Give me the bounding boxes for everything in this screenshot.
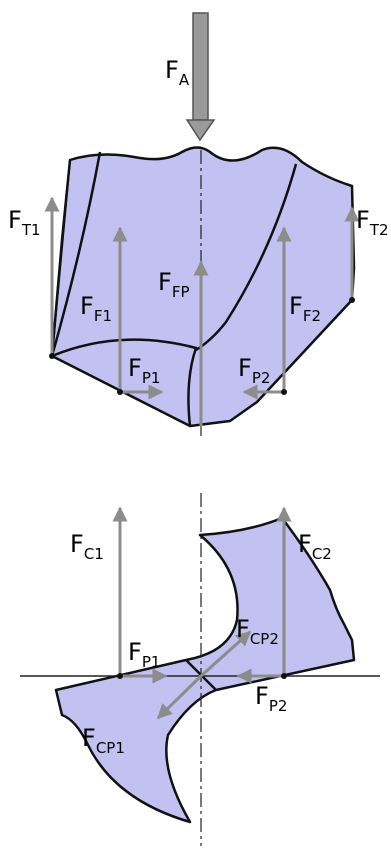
drill-cross-section [54, 516, 356, 824]
label-fp1: FP1 [128, 354, 160, 387]
flute-edge-left-inner [51, 159, 71, 357]
top-labels: FA FT1 FT2 FF1 FF2 FFP FP1 FP2 [8, 56, 389, 387]
label-ffp: FFP [158, 268, 190, 301]
drill-side-view [50, 146, 356, 436]
label-ft2: FT2 [356, 206, 389, 239]
drill-end-view [20, 493, 380, 846]
label-ff2: FF2 [289, 292, 321, 325]
bottom-force-arrows [112, 506, 292, 720]
label-fa: FA [165, 56, 190, 89]
label-fc1: FC1 [70, 530, 104, 563]
axial-force-arrow [185, 12, 216, 142]
cutting-lip-left [51, 338, 198, 427]
label-ff1: FF1 [80, 292, 112, 325]
arrow-fcp2 [199, 630, 252, 678]
label-fc2: FC2 [298, 530, 332, 563]
label-fcp1: FCP1 [82, 724, 125, 757]
label-fp1-bottom: FP1 [128, 638, 160, 671]
drill-body [50, 146, 356, 428]
flute-edge-right [195, 163, 298, 352]
flute-edge-left-outer [50, 151, 102, 357]
label-ft1: FT1 [8, 206, 41, 239]
top-force-arrows [44, 196, 360, 426]
label-fp2-bottom: FP2 [255, 682, 287, 715]
label-fp2: FP2 [238, 354, 270, 387]
arrow-fcp1 [156, 674, 203, 720]
bottom-labels: FC1 FC2 FP1 FP2 FCP2 FCP1 [70, 530, 332, 757]
label-fcp2: FCP2 [236, 615, 279, 648]
